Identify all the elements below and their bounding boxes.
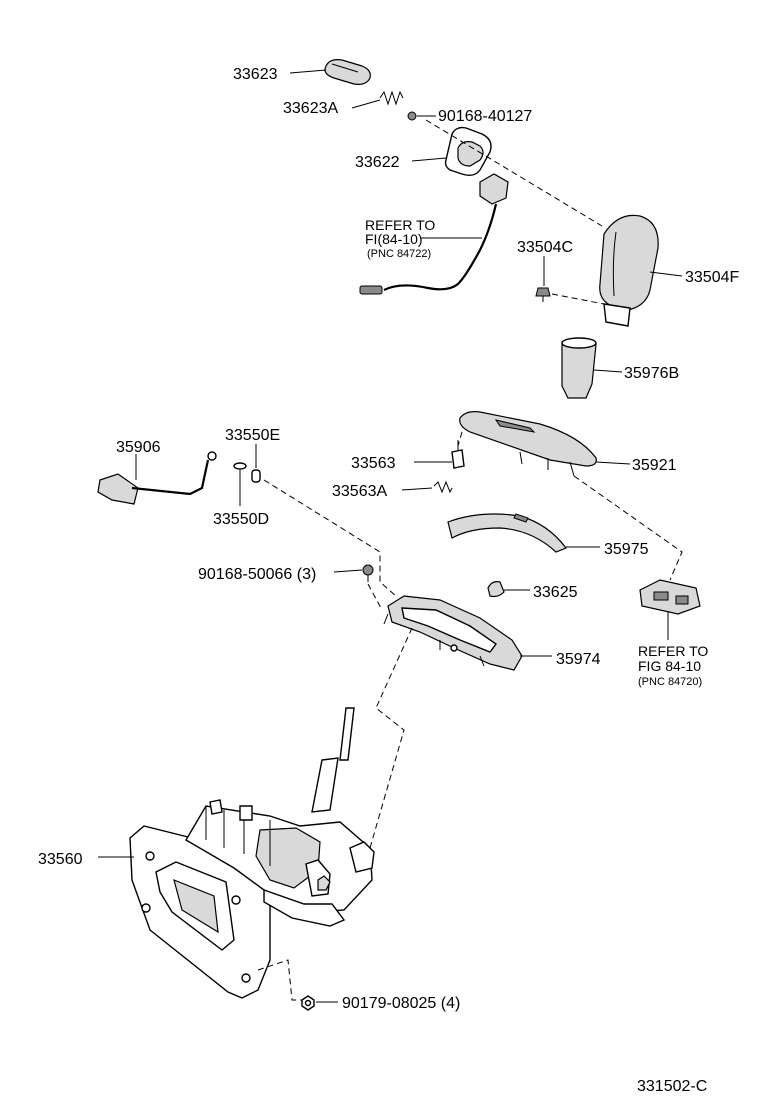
- part-number-35975: 35975: [604, 541, 649, 558]
- part-33560-illustration: [129, 707, 375, 999]
- part-number-33504f: 33504F: [685, 269, 739, 286]
- part-33623-illustration: [324, 59, 371, 85]
- part-90168-50066-illustration: [362, 564, 374, 582]
- refer-top-line2: FI(84-10): [365, 231, 423, 247]
- part-number-90168-50066: 90168-50066 (3): [198, 566, 316, 583]
- figure-code: 331502-C: [637, 1078, 707, 1095]
- part-35974-illustration: [383, 595, 523, 671]
- refer-top-line3: (PNC 84722): [367, 248, 431, 260]
- part-number-33550d: 33550D: [213, 511, 269, 528]
- part-number-35921: 35921: [632, 457, 677, 474]
- part-35906-illustration: [97, 451, 217, 505]
- part-number-90168-40127: 90168-40127: [438, 108, 532, 125]
- part-number-35976b: 35976B: [624, 365, 679, 382]
- switch-connector-illustration: [639, 579, 701, 615]
- part-33504f-illustration: [599, 214, 659, 327]
- part-number-33550e: 33550E: [225, 427, 280, 444]
- part-number-35906: 35906: [116, 439, 161, 456]
- part-33623a-illustration: [379, 90, 404, 106]
- part-number-33623a: 33623A: [283, 100, 338, 117]
- part-number-33622: 33622: [355, 154, 400, 171]
- part-35976b-illustration: [561, 337, 597, 399]
- part-number-33563a: 33563A: [332, 483, 387, 500]
- part-number-33625: 33625: [533, 584, 578, 601]
- refer-right-line1: REFER TO: [638, 643, 708, 659]
- part-number-33504c: 33504C: [517, 239, 573, 256]
- part-33625-illustration: [487, 581, 505, 598]
- part-number-35974: 35974: [556, 651, 601, 668]
- part-33563a-illustration: [433, 480, 453, 494]
- part-number-33563: 33563: [351, 455, 396, 472]
- part-90179-08025-illustration: [301, 995, 315, 1011]
- switch-harness-illustration: [359, 173, 509, 295]
- part-number-33623: 33623: [233, 66, 278, 83]
- refer-right-line3: (PNC 84720): [638, 676, 702, 688]
- part-33550-illustration: [233, 462, 261, 483]
- part-90168-40127-illustration: [407, 111, 417, 121]
- part-33504c-illustration: [535, 287, 551, 302]
- part-33622-illustration: [444, 126, 492, 177]
- part-35975-illustration: [447, 513, 567, 553]
- part-number-33560: 33560: [38, 851, 83, 868]
- part-35921-illustration: [459, 411, 597, 477]
- refer-top-line1: REFER TO: [365, 217, 435, 233]
- part-number-90179-08025: 90179-08025 (4): [342, 995, 460, 1012]
- refer-right-line2: FIG 84-10: [638, 658, 701, 674]
